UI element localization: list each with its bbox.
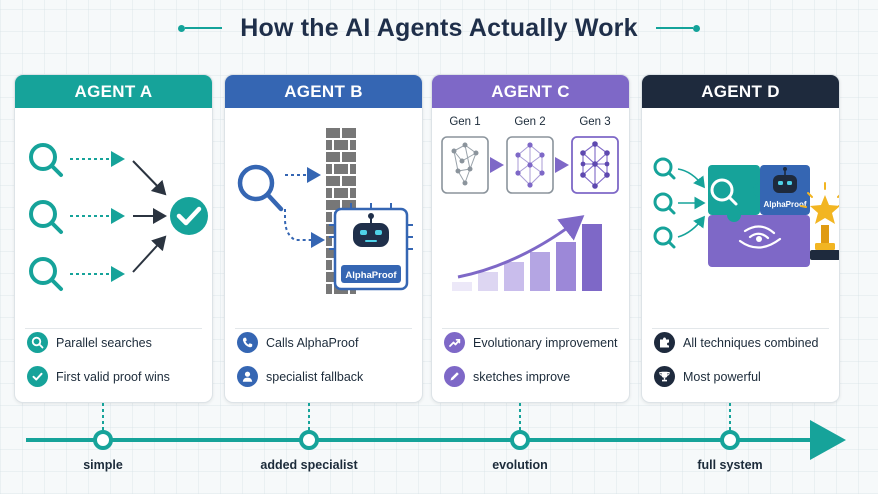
gen-1-network-icon bbox=[441, 136, 489, 194]
title-left-rule bbox=[178, 24, 223, 32]
agent-d-divider bbox=[652, 328, 829, 329]
agent-b-illustration: AlphaProof bbox=[237, 126, 413, 297]
title-row: How the AI Agents Actually Work bbox=[0, 8, 878, 48]
agent-b-header: AGENT B bbox=[225, 75, 422, 108]
agent-c-card: AGENT C Gen 1 Gen 2 Gen 3 bbox=[431, 74, 630, 403]
agent-a-feature-1-label: Parallel searches bbox=[56, 335, 152, 350]
agent-c-feature-1-label: Evolutionary improvement bbox=[473, 335, 618, 350]
agent-a-feature-2-label: First valid proof wins bbox=[56, 369, 170, 384]
growth-arrow bbox=[457, 215, 585, 279]
agent-b-feature-2: specialist fallback bbox=[237, 366, 363, 387]
agent-b-divider bbox=[235, 328, 412, 329]
progression-timeline bbox=[26, 403, 846, 460]
agent-c-feature-2-label: sketches improve bbox=[473, 369, 571, 384]
timeline-connectors bbox=[102, 403, 731, 430]
check-icon bbox=[170, 197, 208, 235]
search-icon bbox=[237, 164, 284, 212]
agent-a-illustration bbox=[29, 143, 208, 291]
agent-d-feature-2-label: Most powerful bbox=[683, 369, 761, 384]
timeline-label-evolution: evolution bbox=[492, 458, 548, 472]
trend-up-icon bbox=[444, 332, 465, 353]
agent-b-card: AGENT B bbox=[224, 74, 423, 403]
trophy-icon bbox=[800, 182, 839, 260]
timeline-label-full-system: full system bbox=[697, 458, 763, 472]
search-icon bbox=[27, 332, 48, 353]
agent-c-header: AGENT C bbox=[432, 75, 629, 108]
timeline-nodes bbox=[93, 430, 740, 450]
search-icon bbox=[653, 157, 676, 249]
check-icon bbox=[27, 366, 48, 387]
robot-chip-icon bbox=[329, 203, 413, 291]
phone-icon bbox=[237, 332, 258, 353]
agent-a-card: AGENT A bbox=[14, 74, 213, 403]
gen-3-network-icon bbox=[571, 136, 619, 194]
alphaproof-badge-label: AlphaProof bbox=[345, 270, 397, 281]
agent-b-feature-2-label: specialist fallback bbox=[266, 369, 364, 384]
title-right-rule bbox=[655, 24, 700, 32]
gen-3-label: Gen 3 bbox=[579, 116, 610, 128]
agent-d-feature-1: All techniques combined bbox=[654, 332, 819, 353]
search-icon bbox=[29, 143, 63, 291]
agent-a-feature-2: First valid proof wins bbox=[27, 366, 170, 387]
agent-c-feature-1: Evolutionary improvement bbox=[444, 332, 618, 353]
agent-b-feature-1-label: Calls AlphaProof bbox=[266, 335, 359, 350]
agent-b-feature-1: Calls AlphaProof bbox=[237, 332, 358, 353]
timeline-label-simple: simple bbox=[83, 458, 123, 472]
timeline-label-added-specialist: added specialist bbox=[260, 458, 358, 472]
agent-d-feature-1-label: All techniques combined bbox=[683, 335, 819, 350]
alphaproof-badge-label: AlphaProof bbox=[763, 200, 806, 209]
user-icon bbox=[237, 366, 258, 387]
gen-2-label: Gen 2 bbox=[514, 116, 545, 128]
agent-d-header: AGENT D bbox=[642, 75, 839, 108]
puzzle-icon bbox=[654, 332, 675, 353]
puzzle-icon bbox=[708, 165, 810, 267]
growth-bars bbox=[452, 224, 602, 291]
agent-d-illustration: AlphaProof bbox=[653, 157, 839, 267]
agent-c-feature-2: sketches improve bbox=[444, 366, 570, 387]
agent-a-divider bbox=[25, 328, 202, 329]
agent-d-feature-2: Most powerful bbox=[654, 366, 761, 387]
agent-c-illustration: Gen 1 Gen 2 Gen 3 bbox=[441, 116, 619, 291]
gen-1-label: Gen 1 bbox=[449, 116, 480, 128]
pencil-icon bbox=[444, 366, 465, 387]
page-title: How the AI Agents Actually Work bbox=[240, 13, 638, 42]
agent-c-divider bbox=[442, 328, 619, 329]
agent-a-feature-1: Parallel searches bbox=[27, 332, 152, 353]
agent-d-card: AGENT D bbox=[641, 74, 840, 403]
trophy-icon bbox=[654, 366, 675, 387]
agent-a-header: AGENT A bbox=[15, 75, 212, 108]
gen-2-network-icon bbox=[506, 136, 554, 194]
